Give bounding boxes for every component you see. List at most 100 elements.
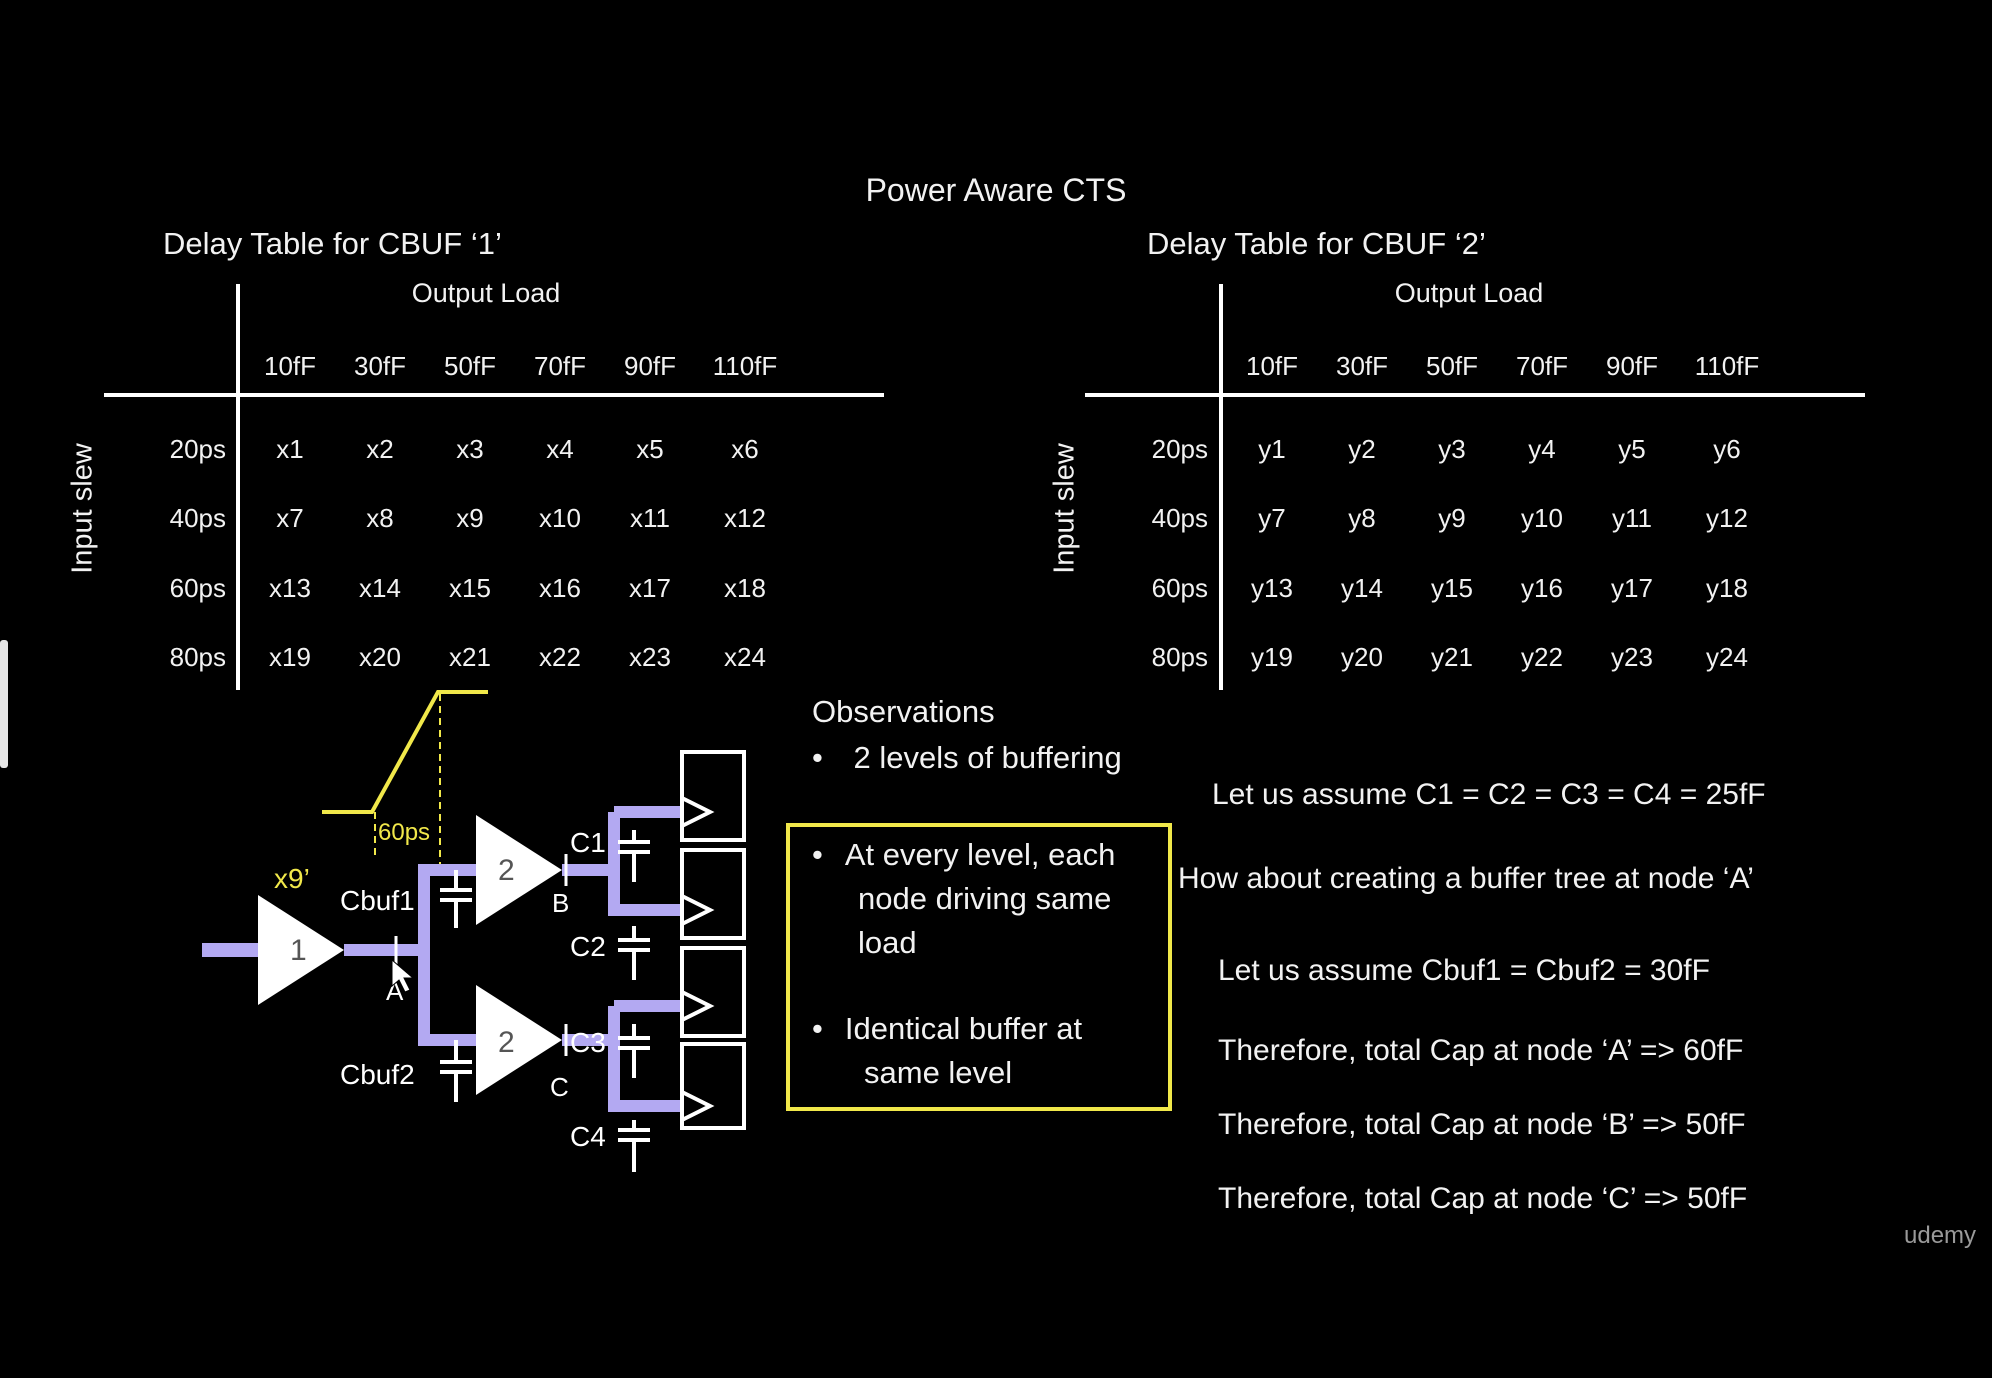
table2-cell: y15	[1431, 573, 1473, 603]
table1-cell: x17	[629, 573, 671, 603]
table1-cell: x23	[629, 642, 671, 672]
level2-wires	[562, 806, 682, 1112]
table2-cell: y12	[1706, 503, 1748, 533]
table2-col-header: 70fF	[1515, 351, 1569, 381]
c4-label: C4	[570, 1121, 606, 1152]
table2-cell: y10	[1521, 503, 1563, 533]
table1-cell: x14	[359, 573, 401, 603]
buffer-2-lower-icon	[476, 985, 562, 1095]
observations-title: Observations	[812, 694, 995, 729]
table2-title: Delay Table for CBUF ‘2’	[1147, 226, 1486, 261]
scroll-handle[interactable]	[0, 640, 8, 768]
boxed-observation-2-line2: same level	[864, 1055, 1013, 1090]
table2-cell: y2	[1348, 434, 1376, 464]
total-cap-node-c: Therefore, total Cap at node ‘C’ => 50fF	[1218, 1182, 1748, 1215]
boxed-observation-2-line1: Identical buffer at	[844, 1011, 1083, 1046]
buffer-2-upper-label: 2	[498, 854, 515, 887]
mouse-cursor-icon	[391, 958, 415, 993]
table1-cell: x4	[546, 434, 574, 464]
node-c-label: C	[550, 1072, 569, 1102]
table1-title: Delay Table for CBUF ‘1’	[163, 226, 502, 261]
x9-label: x9’	[274, 863, 310, 894]
table1-col-header: 110fF	[712, 351, 778, 381]
slew-value-label: 60ps	[378, 819, 430, 846]
bullet: •	[812, 1011, 823, 1046]
table1-cell: x16	[539, 573, 581, 603]
c1-capacitor-icon	[618, 830, 650, 882]
highlight-box: •At every level, each node driving same …	[786, 823, 1172, 1111]
table2-col-header: 110fF	[1694, 351, 1760, 381]
table2-cell: y19	[1251, 642, 1293, 672]
table1-cell: x12	[724, 503, 766, 533]
cbuf2-capacitor-icon	[440, 1040, 472, 1102]
table2-cell: y13	[1251, 573, 1293, 603]
table2-cell: y7	[1258, 503, 1286, 533]
table1-cell: x21	[449, 642, 491, 672]
buffer-1-label: 1	[290, 934, 307, 967]
table2-cell: y9	[1438, 503, 1466, 533]
table1-row-label: 20ps	[169, 434, 226, 464]
table1-cell: x1	[276, 434, 304, 464]
table1-cell: x2	[366, 434, 394, 464]
flipflop-4-icon	[680, 1042, 746, 1130]
cbuf1-label: Cbuf1	[340, 885, 415, 916]
table2-row-label: 20ps	[1151, 434, 1208, 464]
table1-row-label: 60ps	[169, 573, 226, 603]
table1-cell: x24	[724, 642, 766, 672]
table1-cell: x6	[731, 434, 759, 464]
total-cap-node-a: Therefore, total Cap at node ‘A’ => 60fF	[1218, 1034, 1744, 1067]
buffer-tree-question: How about creating a buffer tree at node…	[1178, 862, 1754, 895]
table1-cell: x11	[630, 503, 670, 533]
table1-cell: x8	[366, 503, 394, 533]
table2-row-label: 80ps	[1151, 642, 1208, 672]
table2-output-load-label: Output Load	[1394, 278, 1544, 308]
flipflop-2-icon	[680, 848, 746, 940]
table1-cell: x5	[636, 434, 664, 464]
table1-col-header: 30fF	[353, 351, 407, 381]
cbuf1-capacitor-icon	[440, 870, 472, 928]
level1-wires	[344, 864, 476, 1046]
table1-output-load-label: Output Load	[411, 278, 561, 308]
table1-cell: x19	[269, 642, 311, 672]
table1-cell: x10	[539, 503, 581, 533]
table2-cell: y3	[1438, 434, 1466, 464]
c1-label: C1	[570, 827, 606, 858]
boxed-observation-1-line3: load	[858, 925, 917, 960]
table1-cell: x15	[449, 573, 491, 603]
table1-row-label: 40ps	[169, 503, 226, 533]
table2-cell: y8	[1348, 503, 1376, 533]
boxed-observation-2: • Identical buffer at same level	[812, 1007, 1082, 1095]
observation-item-1: • 2 levels of buffering	[812, 736, 1122, 780]
table1-cell: x18	[724, 573, 766, 603]
sink-flipflops	[680, 750, 746, 1130]
page-title: Power Aware CTS	[865, 172, 1127, 208]
table1-col-header: 50fF	[443, 351, 497, 381]
table2-col-header: 50fF	[1425, 351, 1479, 381]
observation-item-1-text: 2 levels of buffering	[853, 740, 1122, 775]
flipflop-1-icon	[680, 750, 746, 842]
c4-capacitor-icon	[618, 1120, 650, 1172]
table2-cell: y21	[1431, 642, 1473, 672]
table2-cell: y1	[1258, 434, 1286, 464]
bullet: •	[812, 837, 823, 872]
table1-horizontal-rule	[104, 393, 884, 397]
table2-col-header: 30fF	[1335, 351, 1389, 381]
flipflop-3-icon	[680, 946, 746, 1038]
boxed-observation-1-line2: node driving same	[858, 881, 1112, 916]
table2-cell: y6	[1713, 434, 1741, 464]
c2-capacitor-icon	[618, 926, 650, 980]
total-cap-node-b: Therefore, total Cap at node ‘B’ => 50fF	[1218, 1108, 1746, 1141]
c3-label: C3	[570, 1027, 606, 1058]
node-b-label: B	[552, 888, 569, 918]
buffer-2-upper-icon	[476, 815, 562, 925]
table2-row-label: 40ps	[1151, 503, 1208, 533]
boxed-observation-1-line1: At every level, each	[844, 837, 1116, 872]
c3-capacitor-icon	[618, 1024, 650, 1078]
table1-cell: x13	[269, 573, 311, 603]
bullet: •	[812, 740, 823, 775]
table2-cell: y11	[1612, 503, 1652, 533]
c2-label: C2	[570, 931, 606, 962]
table1-row-label: 80ps	[169, 642, 226, 672]
table2-cell: y17	[1611, 573, 1653, 603]
